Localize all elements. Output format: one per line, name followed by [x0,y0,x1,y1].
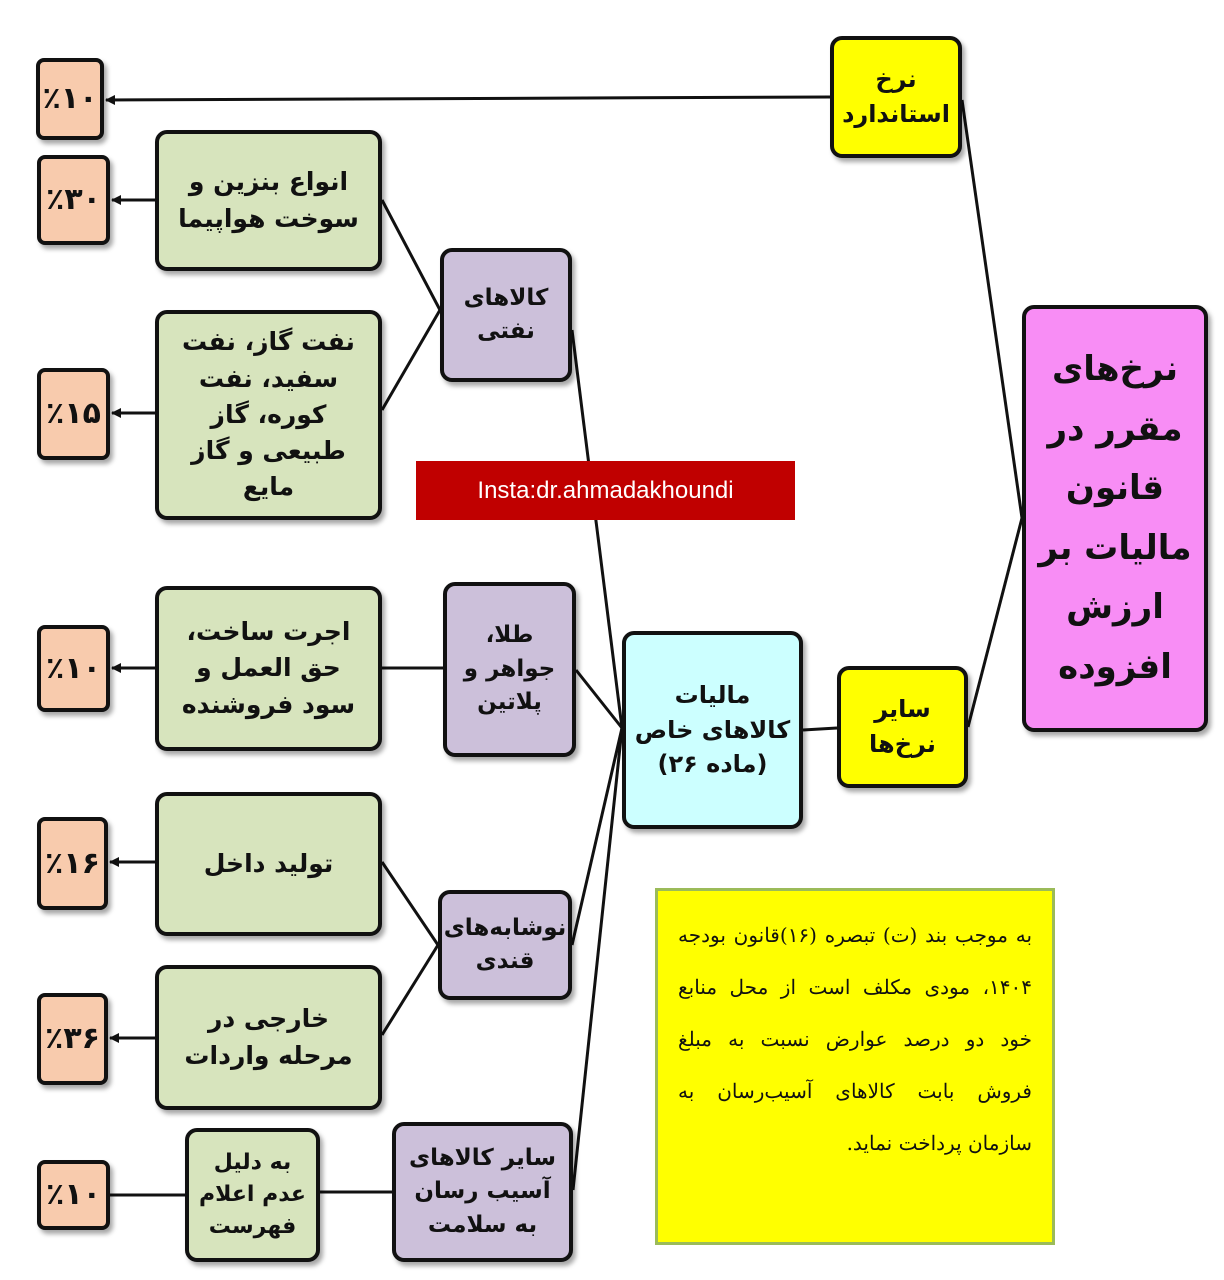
category-gold: طلا، جواهر و پلاتین [443,582,576,757]
connector [960,99,1024,519]
budget-law-note: به موجب بند (ت) تبصره (۱۶)قانون بودجه ۱۴… [655,888,1055,1245]
rate-standard: ٪۱۰ [36,58,104,140]
rate-gold: ٪۱۰ [37,625,110,712]
rate-value: ٪۳۶ [45,1021,100,1057]
rate-gas-oil: ٪۱۵ [37,368,110,460]
main-title-box: نرخ‌های مقرر در قانون مالیات بر ارزش افز… [1022,305,1208,732]
item-label: تولید داخل [203,848,334,878]
arrow [105,94,831,105]
connector [574,669,624,729]
connector [380,861,440,946]
rate-import: ٪۳۶ [37,993,108,1085]
item-domestic: تولید داخل [155,792,382,936]
rate-value: ٪۱۶ [45,845,100,881]
category-label: کالاهای نفتی [463,284,549,344]
item-gold-fees: اجرت ساخت، حق العمل و سود فروشنده [155,586,382,751]
other-rates-label: سایر نرخ‌ها [869,695,936,758]
item-no-list: به دلیل عدم اعلام فهرست [185,1128,320,1262]
other-rates-box: سایر نرخ‌ها [837,666,968,788]
category-oil: کالاهای نفتی [440,248,572,382]
item-import: خارجی در مرحله واردات [155,965,382,1110]
item-gas-oil: نفت گاز، نفت سفید، نفت کوره، گاز طبیعی و… [155,310,382,520]
special-goods-label: مالیات کالاهای خاص [634,680,791,744]
rate-value: ٪۱۵ [46,396,101,432]
connector [571,727,624,1191]
rate-value: ٪۱۰ [46,650,101,686]
connector [570,329,624,729]
item-gasoline: انواع بنزین و سوخت هواپیما [155,130,382,271]
category-sugary-drinks: نوشابه‌های قندی [438,890,572,1000]
item-label: خارجی در مرحله واردات [184,1004,353,1070]
rate-gasoline: ٪۳۰ [37,155,110,245]
special-goods-article: (ماده ۲۶) [657,750,768,779]
main-title: نرخ‌های مقرر در قانون مالیات بر ارزش افز… [1038,349,1192,687]
instagram-watermark: Insta:dr.ahmadakhoundi [416,461,795,520]
item-label: اجرت ساخت، حق العمل و سود فروشنده [181,617,356,719]
connector [380,944,440,1036]
standard-rate-box: نرخ استاندارد [830,36,962,158]
item-label: انواع بنزین و سوخت هواپیما [178,167,359,233]
connector [380,309,442,411]
category-label: نوشابه‌های قندی [443,914,567,974]
rate-harmful: ٪۱۰ [37,1160,110,1230]
item-label: نفت گاز، نفت سفید، نفت کوره، گاز طبیعی و… [182,327,355,502]
rate-domestic: ٪۱۶ [37,817,108,910]
rate-value: ٪۱۰ [46,1177,101,1213]
special-goods-box: مالیات کالاهای خاص (ماده ۲۶) [622,631,803,829]
connector [802,726,838,732]
category-harmful-goods: سایر کالاهای آسیب رسان به سلامت [392,1122,573,1262]
connector [380,199,442,311]
category-label: سایر کالاهای آسیب رسان به سلامت [408,1144,556,1238]
standard-rate-label: نرخ استاندارد [842,65,950,128]
connector [570,727,624,946]
rate-value: ٪۱۰ [42,81,98,117]
connector [966,517,1024,728]
rate-value: ٪۳۰ [46,182,101,218]
category-label: طلا، جواهر و پلاتین [463,622,556,716]
item-label: به دلیل عدم اعلام فهرست [199,1150,306,1239]
